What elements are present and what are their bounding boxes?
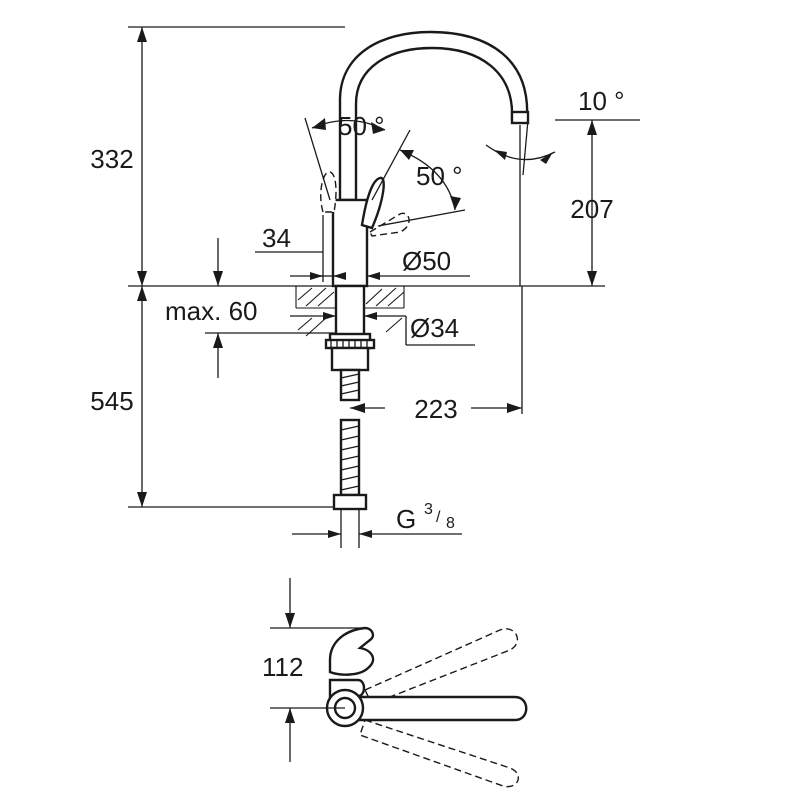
dimension-545: [137, 286, 147, 507]
dimension-max60: [205, 238, 336, 378]
lever-solid: [340, 695, 528, 722]
body-diameter-label: Ø50: [402, 246, 451, 276]
hole-diameter-label: Ø34: [410, 313, 459, 343]
angle-50-side: [377, 149, 466, 227]
side-view: [325, 626, 528, 788]
dim-223-bg: [385, 392, 471, 424]
lever-height-112-label: 112: [262, 652, 303, 682]
angle-50-top: [304, 117, 411, 201]
dimension-d34: [290, 312, 475, 346]
angle-10-spout: [485, 119, 556, 286]
hose-length-545-label: 545: [90, 386, 133, 416]
lever-offset-34-label: 34: [262, 223, 291, 253]
dimension-34: [255, 215, 346, 282]
lever-dashed-down: [359, 719, 520, 788]
max-deck-thickness-label: max. 60: [165, 296, 258, 326]
spout-angle-label: 10 °: [578, 86, 625, 116]
height-332-label: 332: [90, 144, 133, 174]
dimension-207: [587, 120, 597, 286]
outlet-height-207-label: 207: [570, 194, 613, 224]
dimension-112: [270, 578, 368, 762]
faucet-shank: [324, 284, 376, 372]
dimension-332: [137, 27, 147, 286]
deck-hatch: [295, 286, 405, 337]
reference-lines: [128, 26, 640, 508]
dimension-thread: [292, 509, 462, 548]
lever-angle-top-label: 50 °: [338, 111, 385, 141]
thread-slash: /: [436, 509, 441, 526]
dimension-223: [350, 286, 523, 414]
lever-angle-side-label: 50 °: [416, 161, 463, 191]
supply-hose: [332, 368, 368, 511]
reach-223-label: 223: [414, 394, 457, 424]
spout: [338, 30, 530, 202]
thread-numerator: 3: [424, 501, 433, 518]
thread-denominator: 8: [446, 515, 455, 532]
dimension-d50: [320, 272, 470, 280]
thread-g-label: G: [396, 504, 416, 534]
lever-dashed-up: [364, 628, 519, 705]
handle-top: [328, 626, 375, 676]
